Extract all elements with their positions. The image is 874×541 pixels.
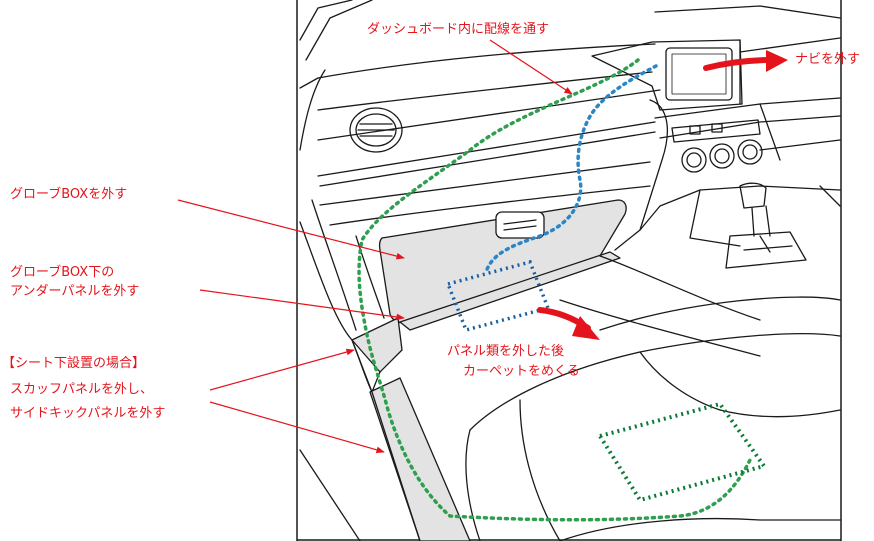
air-vent — [349, 107, 403, 153]
wire-route-green — [357, 58, 752, 522]
label-remove-glovebox: グローブBOXを外す — [10, 187, 128, 202]
label-seat-case-line3: サイドキックパネルを外す — [10, 406, 166, 421]
wire-route-blue — [484, 64, 658, 274]
label-seat-case-line1: 【シート下設置の場合】 — [2, 356, 146, 371]
windshield — [299, 0, 841, 151]
label-remove-navi: ナビを外す — [795, 52, 861, 67]
label-carpet-line1: パネル類を外した後 — [447, 344, 565, 359]
callout-arrow-glovebox — [177, 199, 405, 260]
door-frame — [299, 199, 421, 541]
wiring-routes — [357, 58, 752, 522]
carpet-arrow-icon — [537, 307, 600, 340]
label-seat-case-line2: スカッフパネルを外し、 — [10, 382, 154, 397]
carpet-area-blue — [445, 259, 551, 333]
navigation-unit — [591, 39, 743, 111]
seat-area-green — [596, 401, 768, 503]
dashboard — [299, 43, 841, 251]
callout-arrow-under-panel — [199, 289, 405, 321]
callout-arrows — [177, 39, 573, 454]
label-under-panel-line2: アンダーパネルを外す — [10, 284, 140, 299]
navi-arrow-icon — [703, 50, 788, 72]
illustration-frame — [296, 0, 842, 541]
label-carpet-line2: カーペットをめくる — [463, 364, 580, 379]
callout-arrow-side-kick — [209, 348, 355, 391]
under-panel — [399, 251, 761, 357]
callout-arrow-scuff — [209, 401, 385, 454]
label-dashboard-wiring: ダッシュボード内に配線を通す — [367, 22, 550, 37]
label-under-panel-line1: グローブBOX下の — [10, 265, 115, 280]
center-console-controls — [671, 119, 807, 269]
callout-arrow-dashboard — [489, 39, 573, 95]
seat — [465, 296, 841, 541]
